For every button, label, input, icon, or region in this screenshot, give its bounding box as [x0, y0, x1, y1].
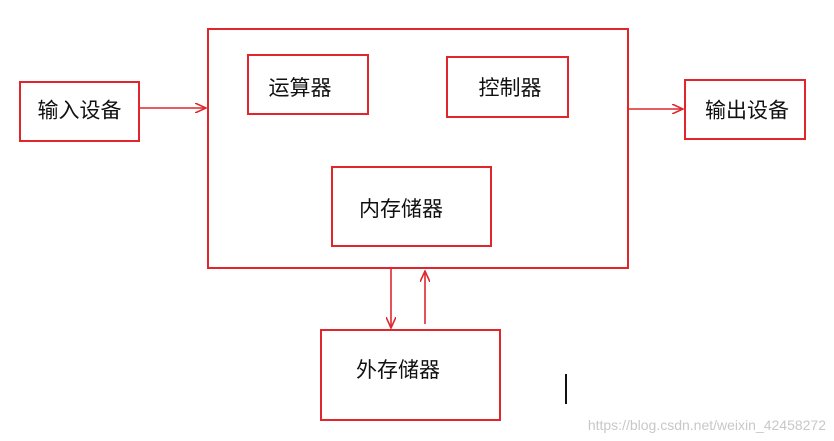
controller-label: 控制器 — [479, 76, 542, 100]
output-device-node: 输出设备 — [684, 79, 806, 140]
text-cursor — [565, 374, 567, 404]
input-device-label: 输入设备 — [38, 99, 122, 123]
external-storage-label: 外存储器 — [356, 358, 440, 382]
alu-label: 运算器 — [269, 76, 332, 100]
alu-node: 运算器 — [247, 54, 369, 115]
watermark: https://blog.csdn.net/weixin_42458272 — [587, 417, 826, 433]
input-device-node: 输入设备 — [19, 81, 140, 142]
main-memory-label: 内存储器 — [359, 197, 443, 221]
controller-node: 控制器 — [446, 56, 569, 118]
external-storage-node: 外存储器 — [320, 329, 501, 421]
output-device-label: 输出设备 — [705, 99, 789, 123]
main-memory-node: 内存储器 — [331, 166, 492, 247]
